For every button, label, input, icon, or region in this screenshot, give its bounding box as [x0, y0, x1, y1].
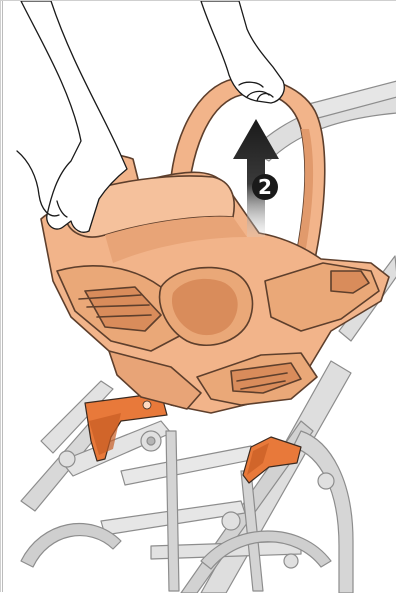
step-number: 2	[258, 175, 272, 199]
step-badge: 2	[252, 174, 278, 200]
